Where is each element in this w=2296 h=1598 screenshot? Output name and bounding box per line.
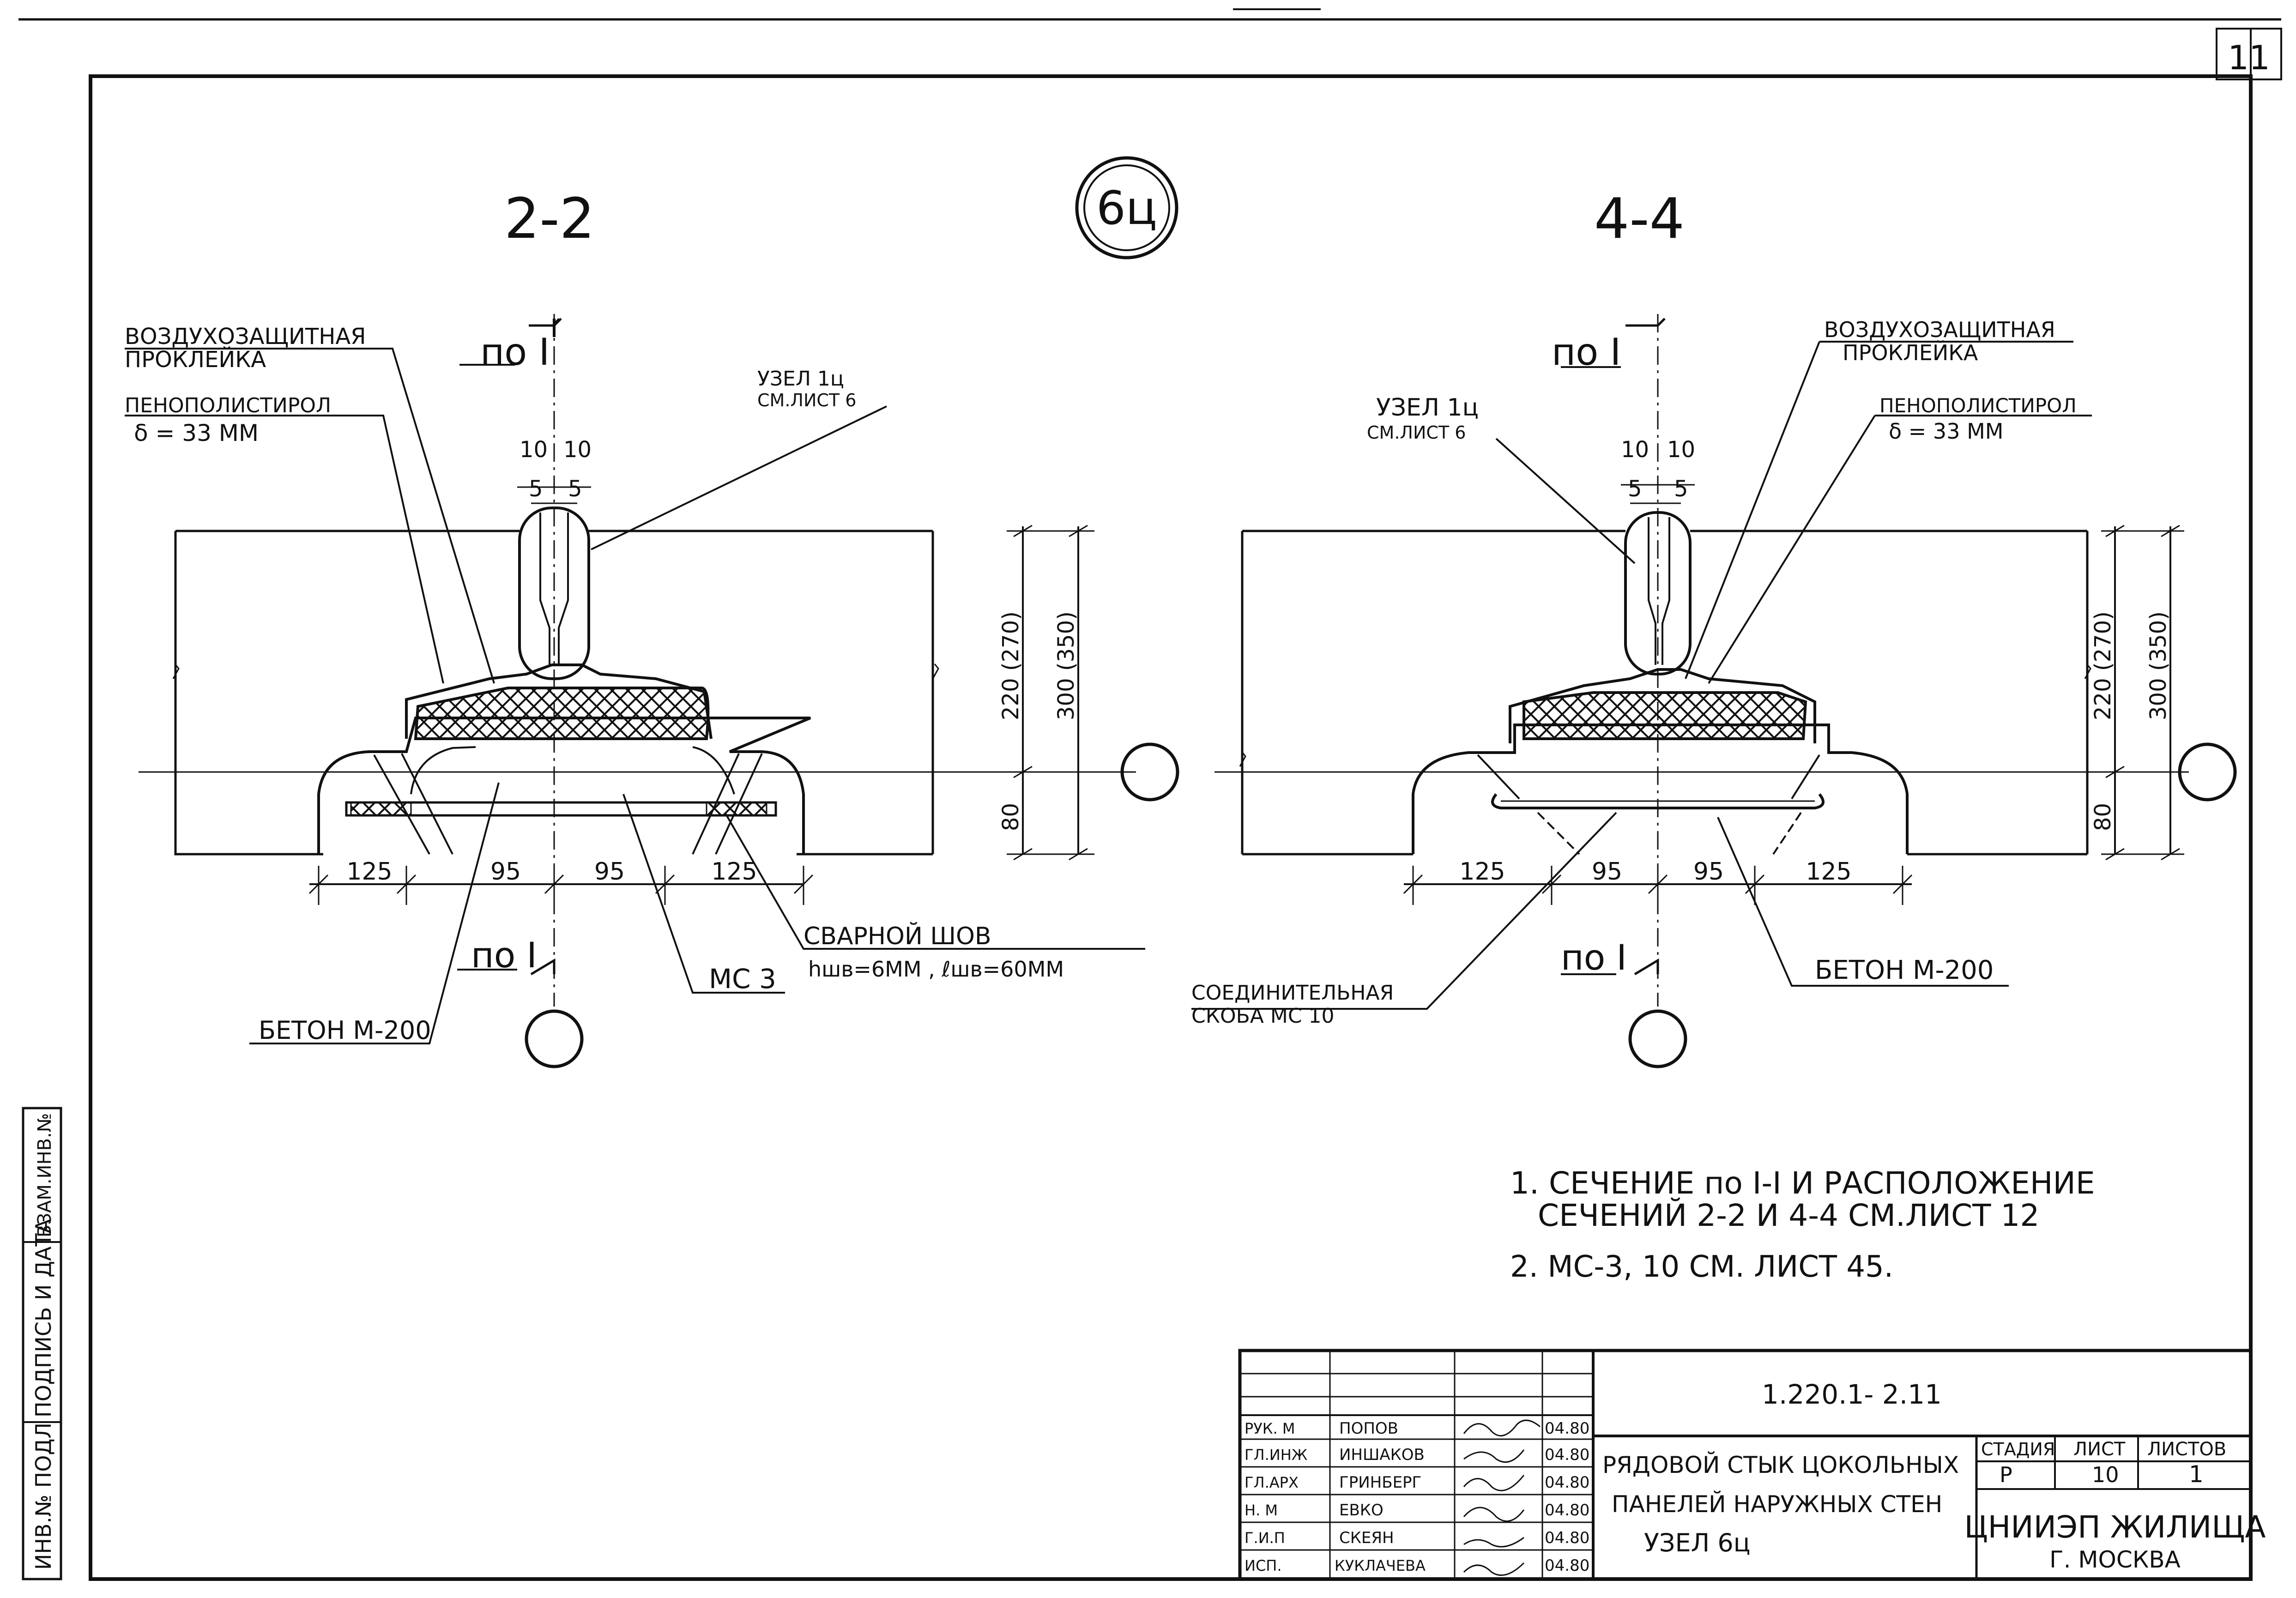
person-date-3: 04.80 (1545, 1473, 1589, 1492)
title-line-3: УЗЕЛ 6ц (1644, 1528, 1751, 1557)
title-line-1: РЯДОВОЙ СТЫК ЦОКОЛЬНЫХ (1602, 1451, 1959, 1478)
person-role-3: ГЛ.АРХ (1245, 1474, 1299, 1491)
person-name-2: ИНШАКОВ (1339, 1446, 1425, 1464)
dim-bottom-r4: 125 (1806, 858, 1851, 886)
callout-airproof-r2: ПРОКЛЕЙКА (1843, 340, 1978, 365)
callout-foam-1: ПЕНОПОЛИСТИРОЛ (125, 394, 331, 417)
cut-bottom-left: по I (471, 935, 537, 976)
note-2: 2. МС-3, 10 СМ. ЛИСТ 45. (1510, 1250, 1893, 1284)
dim-top-inner-r1: 5 (1628, 476, 1642, 502)
dim-top-outer-l1: 10 (520, 437, 548, 463)
cut-bottom-right: по I (1561, 937, 1627, 978)
section-4-4-labels: по I по I ВОЗДУХОЗАЩИТНАЯ ПРОКЛЕЙКА ПЕНО… (1191, 317, 2171, 1028)
stamp-sign-date: ПОДПИСЬ И ДАТА (31, 1218, 56, 1417)
section-4-4 (1191, 314, 2237, 1068)
dim-vert-l3: 80 (998, 803, 1024, 831)
dim-vert-l1: 220 (270) (998, 611, 1024, 720)
person-role-1: РУК. М (1245, 1420, 1295, 1437)
cut-top-left: по I (480, 331, 550, 374)
title-line-2: ПАНЕЛЕЙ НАРУЖНЫХ СТЕН (1612, 1490, 1942, 1518)
sheets-header: ЛИСТОВ (2147, 1439, 2226, 1460)
person-name-4: ЕВКО (1339, 1501, 1384, 1520)
sheet-value: 10 (2092, 1462, 2119, 1487)
stage-value: Р (2000, 1462, 2012, 1487)
stamp-inv-no: ИНВ.№ ПОДЛ (31, 1423, 56, 1570)
dim-top-outer-l2: 10 (563, 437, 592, 463)
callout-airproof-r1: ВОЗДУХОЗАЩИТНАЯ (1824, 317, 2055, 342)
doc-code: 1.220.1- 2.11 (1762, 1379, 1942, 1410)
dim-vert-r2: 300 (350) (2145, 611, 2171, 720)
person-name-3: ГРИНБЕРГ (1339, 1473, 1421, 1492)
person-name-5: СКЕЯН (1339, 1529, 1394, 1547)
cut-top-right: по I (1552, 331, 1621, 374)
callout-ms3: МС 3 (709, 963, 776, 995)
callout-foam-r1: ПЕНОПОЛИСТИРОЛ (1879, 394, 2077, 417)
view-title-2-2: 2-2 (504, 187, 595, 251)
callout-weld-1: СВАРНОЙ ШОВ (804, 922, 991, 950)
dim-vert-r1: 220 (270) (2090, 611, 2116, 720)
dim-top-outer-r1: 10 (1621, 437, 1649, 463)
person-date-1: 04.80 (1545, 1419, 1589, 1438)
person-date-5: 04.80 (1545, 1529, 1589, 1547)
callout-bracket-r1: СОЕДИНИТЕЛЬНАЯ (1191, 981, 1394, 1005)
dim-bottom-r2: 95 (1592, 858, 1622, 886)
sheet-frame (18, 8, 2282, 1581)
callout-node-2: СМ.ЛИСТ 6 (757, 390, 856, 410)
dim-bottom-l4: 125 (711, 858, 757, 886)
person-name-1: ПОПОВ (1339, 1419, 1398, 1438)
callout-node-1: УЗЕЛ 1ц (757, 367, 844, 391)
svg-text:6ц: 6ц (1096, 181, 1157, 235)
person-date-2: 04.80 (1545, 1446, 1589, 1464)
person-name-6: КУКЛАЧЕВА (1335, 1557, 1426, 1574)
city: Г. МОСКВА (2049, 1546, 2181, 1573)
callout-concrete-right: БЕТОН М-200 (1815, 955, 1994, 985)
general-notes: 1. СЕЧЕНИЕ по I-I И РАСПОЛОЖЕНИЕ СЕЧЕНИЙ… (1510, 1165, 2095, 1284)
callout-bracket-r2: СКОБА МС 10 (1191, 1004, 1335, 1028)
stage-header: СТАДИЯ (1981, 1439, 2055, 1459)
callout-node-r1: УЗЕЛ 1ц (1376, 394, 1479, 422)
title-block (1238, 1349, 2253, 1581)
node-mark: 6ц (1075, 156, 1178, 259)
person-role-4: Н. М (1245, 1502, 1278, 1519)
dim-top-inner-l1: 5 (529, 476, 543, 502)
dim-top-inner-r2: 5 (1674, 476, 1688, 502)
dim-bottom-l1: 125 (346, 858, 392, 886)
person-role-2: ГЛ.ИНЖ (1245, 1446, 1307, 1464)
callout-node-r2: СМ.ЛИСТ 6 (1367, 422, 1466, 443)
callout-foam-2: δ = 33 ММ (134, 420, 259, 446)
dim-bottom-r3: 95 (1693, 858, 1724, 886)
dim-vert-l2: 300 (350) (1053, 611, 1079, 720)
page-number: 11 (2228, 38, 2270, 77)
callout-airproof-1: ВОЗДУХОЗАЩИТНАЯ (125, 324, 366, 350)
callout-concrete-left: БЕТОН М-200 (259, 1016, 431, 1045)
dim-bottom-r1: 125 (1459, 858, 1505, 886)
sheet-header: ЛИСТ (2073, 1439, 2126, 1460)
title-block-text: 1.220.1- 2.11 РЯДОВОЙ СТЫК ЦОКОЛЬНЫХ ПАН… (1245, 1379, 2266, 1575)
section-2-2-labels: по I по I ВОЗДУХОЗАЩИТНАЯ ПРОКЛЕЙКА ПЕНО… (125, 324, 1079, 1045)
callout-foam-r2: δ = 33 ММ (1889, 419, 2003, 444)
view-title-4-4: 4-4 (1594, 187, 1685, 251)
callout-weld-2: hшв=6ММ , ℓшв=60ММ (808, 957, 1064, 982)
person-date-6: 04.80 (1545, 1556, 1589, 1575)
side-stamp: ИНВ.№ ПОДЛ ПОДПИСЬ И ДАТА ВЗАМ.ИНВ.№ (22, 1107, 62, 1580)
section-2-2 (125, 314, 1179, 1068)
dim-bottom-l3: 95 (594, 858, 625, 886)
note-1b: СЕЧЕНИЙ 2-2 И 4-4 СМ.ЛИСТ 12 (1538, 1197, 2039, 1233)
stamp-replace-inv: ВЗАМ.ИНВ.№ (34, 1113, 55, 1237)
note-1a: 1. СЕЧЕНИЕ по I-I И РАСПОЛОЖЕНИЕ (1510, 1165, 2095, 1201)
callout-airproof-2: ПРОКЛЕЙКА (125, 346, 266, 373)
organization: ЦНИИЭП ЖИЛИЩА (1964, 1509, 2266, 1545)
person-role-5: Г.И.П (1245, 1529, 1285, 1547)
dim-top-inner-l2: 5 (568, 476, 582, 502)
sheets-value: 1 (2189, 1461, 2204, 1488)
dim-top-outer-r2: 10 (1667, 437, 1695, 463)
dim-vert-r3: 80 (2090, 803, 2116, 831)
dim-bottom-l2: 95 (490, 858, 521, 886)
person-date-4: 04.80 (1545, 1501, 1589, 1520)
person-role-6: ИСП. (1245, 1557, 1282, 1574)
